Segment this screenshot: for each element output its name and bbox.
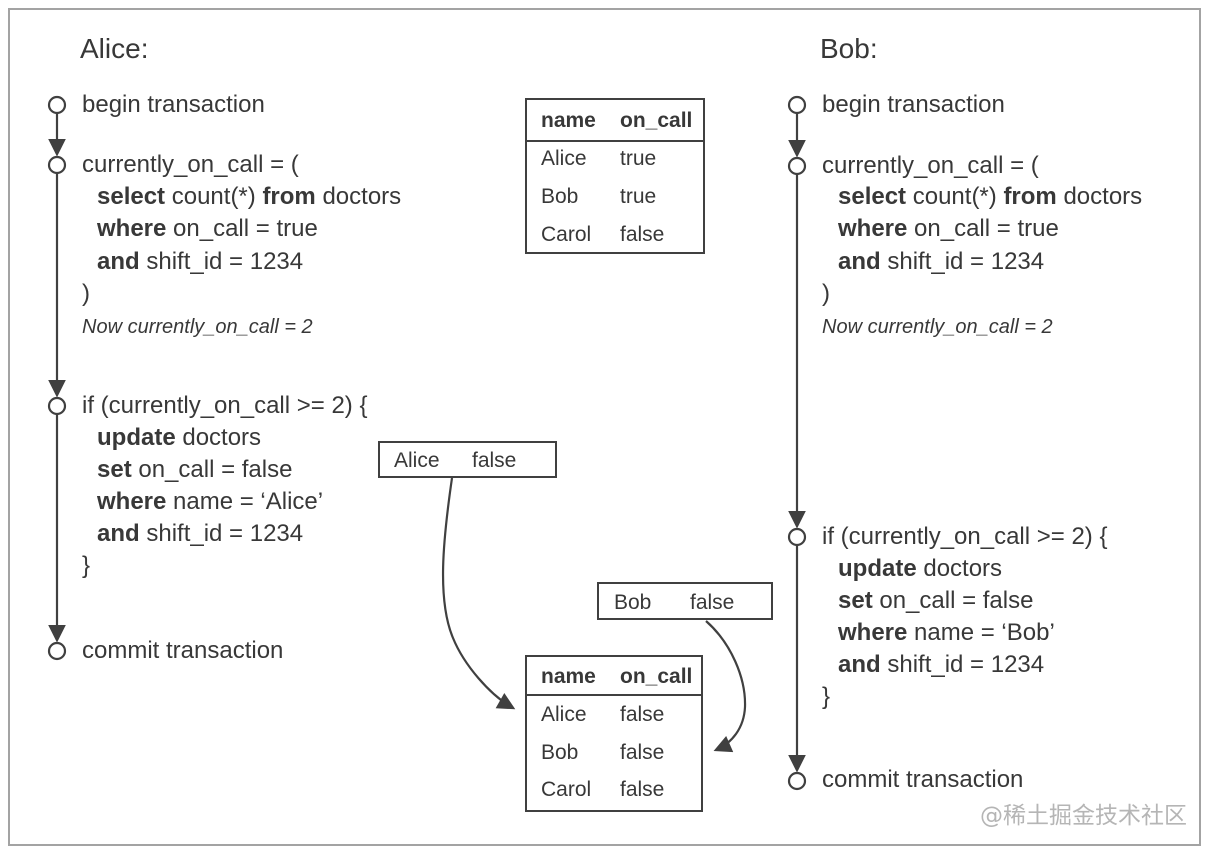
alice-begin: begin transaction — [82, 91, 265, 118]
col-header-name: name — [541, 665, 596, 688]
table-cell: true — [620, 185, 657, 208]
alice-update-arrow — [441, 477, 516, 710]
bob-node-commit — [787, 771, 807, 791]
bob-read-select: select count(*) from doctors — [838, 183, 1143, 210]
table-row: Bob — [541, 185, 579, 208]
table-header-divider — [527, 694, 701, 696]
alice-if-open: if (currently_on_call >= 2) { — [82, 392, 368, 419]
bob-if-close: } — [822, 683, 831, 710]
update-row-name: Bob — [614, 591, 652, 614]
doctors-table-initial: name on_call Alice true Bob true Carol f… — [525, 98, 705, 254]
col-header-on-call: on_call — [620, 665, 693, 688]
bob-read-open: currently_on_call = ( — [822, 152, 1039, 179]
table-row: Alice — [541, 147, 587, 170]
col-header-on-call: on_call — [620, 109, 693, 132]
alice-if-close: } — [82, 552, 91, 579]
bob-read-close: ) — [822, 280, 830, 307]
table-cell: false — [620, 223, 665, 246]
table-row: Alice — [541, 703, 587, 726]
alice-title: Alice: — [80, 33, 149, 64]
figure-border — [8, 8, 1201, 846]
bob-begin: begin transaction — [822, 91, 1005, 118]
bob-if-open: if (currently_on_call >= 2) { — [822, 523, 1108, 550]
alice-node-commit — [47, 641, 67, 661]
watermark: @稀土掘金技术社区 — [980, 803, 1187, 829]
alice-update-row-box: Alice false — [378, 441, 557, 478]
alice-node-read — [47, 155, 67, 175]
bob-if-update: update doctors — [838, 555, 1003, 582]
bob-update-arrow — [705, 620, 747, 753]
table-row: Bob — [541, 741, 579, 764]
alice-read-where: where on_call = true — [97, 215, 318, 242]
bob-node-begin — [787, 95, 807, 115]
alice-if-update: update doctors — [97, 424, 262, 451]
bob-if-and: and shift_id = 1234 — [838, 651, 1045, 678]
alice-read-close: ) — [82, 280, 90, 307]
alice-node-if — [47, 396, 67, 416]
bob-if-where: where name = ‘Bob’ — [838, 619, 1055, 646]
alice-read-and: and shift_id = 1234 — [97, 248, 304, 275]
alice-node-begin — [47, 95, 67, 115]
table-cell: true — [620, 147, 657, 170]
alice-read-open: currently_on_call = ( — [82, 151, 299, 178]
update-row-value: false — [690, 591, 735, 614]
alice-commit: commit transaction — [82, 637, 284, 664]
alice-if-set: set on_call = false — [97, 456, 293, 483]
table-header-divider — [527, 140, 703, 142]
table-cell: false — [620, 778, 665, 801]
doctors-table-final: name on_call Alice false Bob false Carol… — [525, 655, 703, 812]
table-row: Carol — [541, 223, 592, 246]
bob-title: Bob: — [820, 33, 878, 64]
alice-read-note: Now currently_on_call = 2 — [82, 316, 313, 338]
bob-node-read — [787, 156, 807, 176]
bob-timeline — [787, 95, 807, 791]
alice-timeline — [47, 95, 67, 661]
bob-update-row-box: Bob false — [597, 582, 773, 620]
alice-if-where: where name = ‘Alice’ — [97, 488, 324, 515]
bob-read-note: Now currently_on_call = 2 — [822, 316, 1053, 338]
col-header-name: name — [541, 109, 596, 132]
update-row-value: false — [472, 449, 517, 472]
alice-if-and: and shift_id = 1234 — [97, 520, 304, 547]
table-cell: false — [620, 741, 665, 764]
alice-read-select: select count(*) from doctors — [97, 183, 402, 210]
table-cell: false — [620, 703, 665, 726]
bob-if-set: set on_call = false — [838, 587, 1034, 614]
bob-read-and: and shift_id = 1234 — [838, 248, 1045, 275]
table-row: Carol — [541, 778, 592, 801]
bob-node-if — [787, 527, 807, 547]
update-row-name: Alice — [394, 449, 440, 472]
bob-read-where: where on_call = true — [838, 215, 1059, 242]
bob-commit: commit transaction — [822, 766, 1024, 793]
